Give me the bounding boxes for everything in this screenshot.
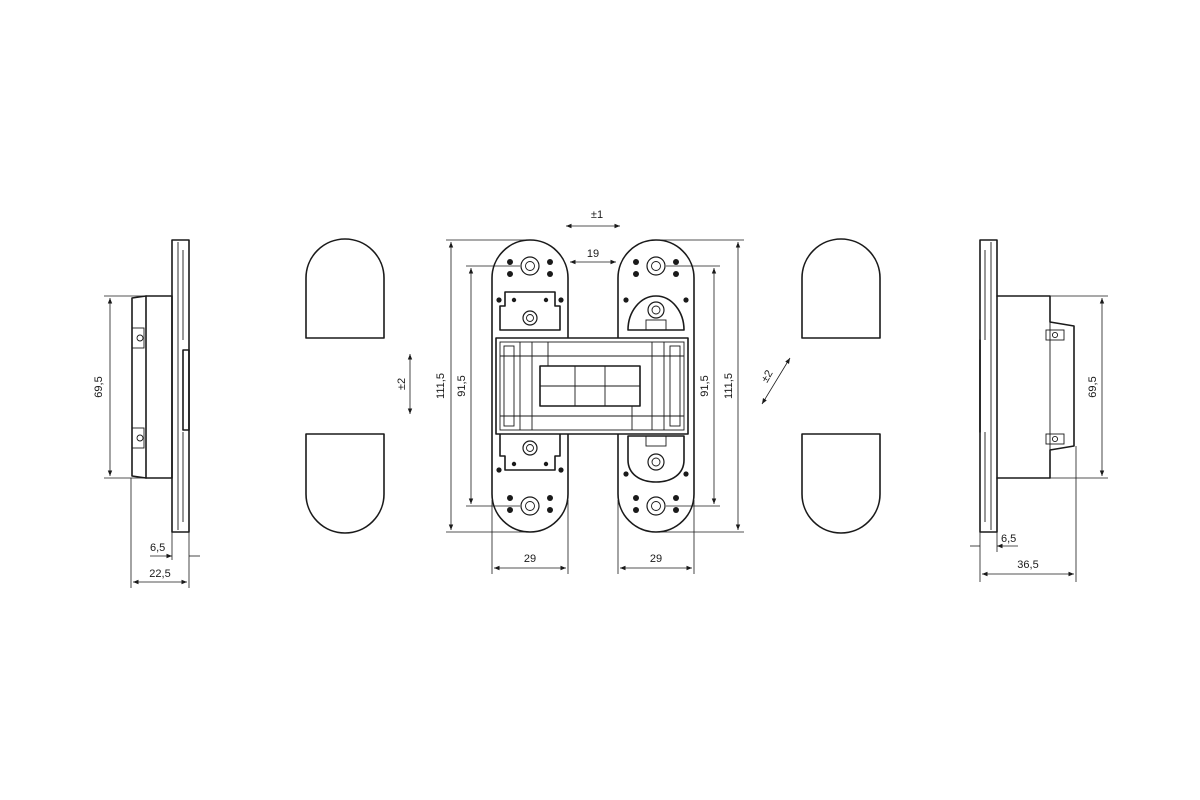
vertical-adjust-indicator: ±2	[396, 354, 413, 414]
left-height-dimension: 69,5	[93, 295, 146, 479]
left-hole-spacing-label: 91,5	[456, 375, 468, 396]
right-height-dimension: 69,5	[1050, 295, 1108, 479]
left-plate-thickness-label: 6,5	[150, 542, 165, 554]
right-plate-width-label: 29	[650, 553, 662, 565]
diagonal-adjust-label: ±2	[759, 368, 775, 385]
right-depth-dimensions: 6,5 36,5	[970, 446, 1077, 582]
cap-adjust-label: ±2	[396, 378, 408, 390]
hinge-front-view	[491, 239, 695, 533]
right-side-height-label: 69,5	[1087, 376, 1099, 397]
left-total-height-label: 111,5	[435, 373, 447, 399]
front-left-height-dimensions: 111,5 91,5	[435, 239, 530, 533]
right-side-view	[979, 239, 1075, 533]
front-width-dimensions: 29 29	[491, 500, 695, 574]
front-right-height-dimensions: 91,5 111,5	[656, 239, 744, 533]
lateral-adjust-label: ±1	[591, 209, 603, 221]
left-plate-width-label: 29	[524, 553, 536, 565]
left-side-height-label: 69,5	[93, 376, 105, 397]
right-total-height-label: 111,5	[723, 373, 735, 399]
left-depth-dimensions: 6,5 22,5	[130, 478, 200, 588]
right-total-depth-label: 36,5	[1017, 559, 1038, 571]
right-hole-spacing-label: 91,5	[699, 375, 711, 396]
right-plate-thickness-label: 6,5	[1001, 533, 1016, 545]
top-dimensions: ±1 19	[566, 209, 620, 265]
gap-between-plates-label: 19	[587, 248, 599, 260]
right-cover-caps	[801, 238, 881, 534]
left-cover-caps	[305, 238, 385, 534]
left-side-view	[131, 239, 190, 533]
left-total-depth-label: 22,5	[149, 568, 170, 580]
diagonal-adjust-indicator: ±2	[759, 357, 791, 405]
